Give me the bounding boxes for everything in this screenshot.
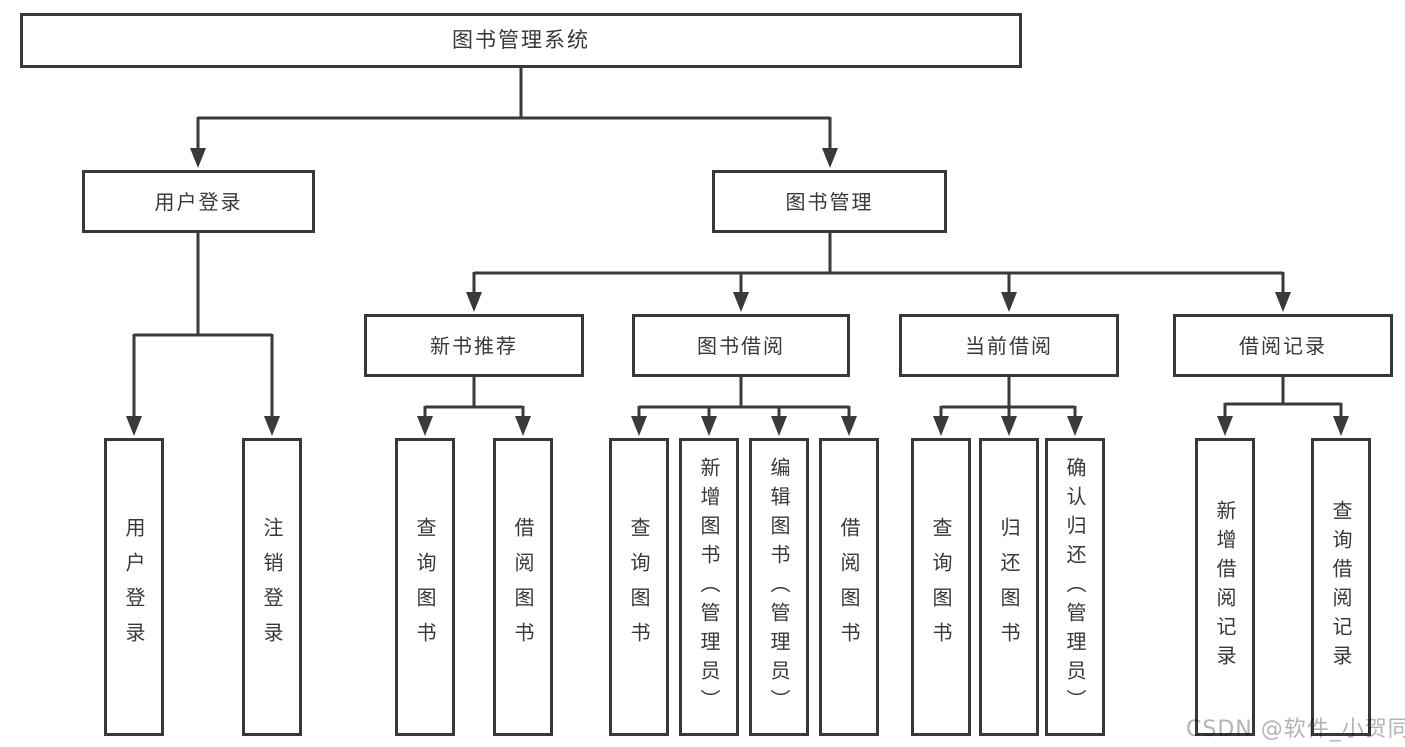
watermark-text: CSDN @软件_小贺同学 xyxy=(1186,717,1405,742)
node-leaf-borrow-borrow-book: 借阅图书 xyxy=(819,438,879,736)
node-leaf-add-borrow-record: 新增借阅记录 xyxy=(1195,438,1255,736)
node-book-borrowing: 图书借阅 xyxy=(632,314,850,377)
arrowheads xyxy=(126,148,1349,436)
node-leaf-borrow-query-book: 查询图书 xyxy=(609,438,669,736)
node-leaf-edit-book-admin: 编辑图书（管理员） xyxy=(749,438,809,736)
node-leaf-logout: 注销登录 xyxy=(242,438,302,736)
node-leaf-user-login: 用户登录 xyxy=(104,438,164,736)
node-borrowing-records: 借阅记录 xyxy=(1173,314,1393,377)
node-new-book-recommend: 新书推荐 xyxy=(364,314,584,377)
node-leaf-add-book-admin: 新增图书（管理员） xyxy=(679,438,739,736)
node-leaf-current-query-book: 查询图书 xyxy=(911,438,971,736)
node-leaf-confirm-return-admin: 确认归还（管理员） xyxy=(1045,438,1105,736)
node-leaf-query-borrow-record: 查询借阅记录 xyxy=(1311,438,1371,736)
node-leaf-recommend-borrow-book: 借阅图书 xyxy=(493,438,553,736)
node-leaf-recommend-query-book: 查询图书 xyxy=(395,438,455,736)
node-system-root: 图书管理系统 xyxy=(20,13,1022,68)
node-book-management-branch: 图书管理 xyxy=(712,170,947,233)
node-current-borrowing: 当前借阅 xyxy=(899,314,1119,377)
node-user-login-branch: 用户登录 xyxy=(82,170,315,233)
node-leaf-return-book: 归还图书 xyxy=(979,438,1039,736)
